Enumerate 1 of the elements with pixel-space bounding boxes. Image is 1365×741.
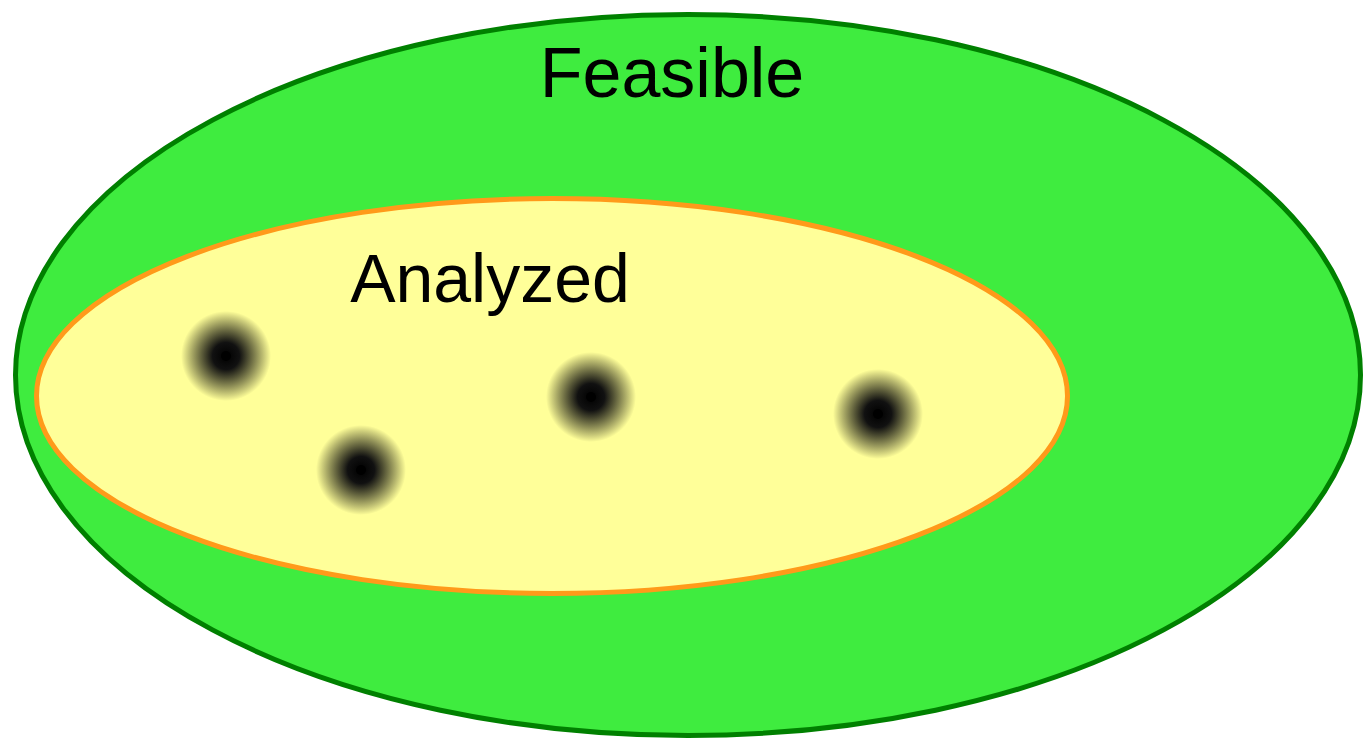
feasible-label: Feasible <box>539 38 805 108</box>
